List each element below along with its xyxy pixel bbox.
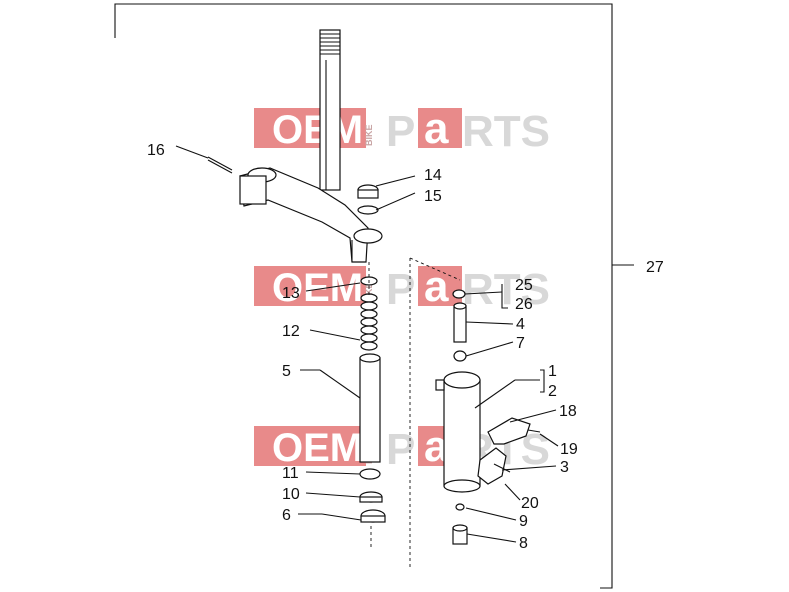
watermark-rts: RTS bbox=[462, 107, 550, 156]
watermark-p: P bbox=[386, 265, 415, 314]
part-6-bushing bbox=[360, 509, 386, 523]
watermark-oem: OEM bbox=[272, 426, 363, 470]
watermark-a: a bbox=[424, 262, 449, 311]
watermark-oem: OEM bbox=[272, 266, 363, 310]
part-19-screw bbox=[527, 429, 541, 433]
callout-27: 27 bbox=[646, 259, 664, 276]
part-18-bracket bbox=[487, 417, 531, 445]
part-8-bolt bbox=[452, 524, 468, 545]
callout-15: 15 bbox=[424, 188, 442, 205]
callout-7: 7 bbox=[516, 335, 525, 352]
callout-19: 19 bbox=[560, 441, 578, 458]
callout-3: 3 bbox=[560, 459, 569, 476]
callout-13: 13 bbox=[282, 285, 300, 302]
callout-18: 18 bbox=[559, 403, 577, 420]
part-7-nut bbox=[453, 350, 467, 362]
watermark-p: P bbox=[386, 425, 415, 474]
watermark-2: OEM BIKE P a RTS bbox=[254, 262, 550, 314]
callout-9: 9 bbox=[519, 513, 528, 530]
assembly-frame bbox=[114, 3, 613, 589]
part-4-pin bbox=[453, 302, 467, 343]
watermark-1: OEM BIKE P a RTS bbox=[254, 104, 550, 156]
callout-4: 4 bbox=[516, 316, 525, 333]
part-3-clamp bbox=[477, 447, 507, 485]
bolt-shaft bbox=[207, 156, 233, 171]
part-10-bushing bbox=[359, 491, 383, 503]
watermark-rts: RTS bbox=[462, 265, 550, 314]
callout-8: 8 bbox=[519, 535, 528, 552]
watermark-bike: BIKE bbox=[364, 124, 374, 146]
part-16-bolt bbox=[207, 156, 233, 174]
watermark-p: P bbox=[386, 107, 415, 156]
callout-16: 16 bbox=[147, 142, 165, 159]
callout-25: 25 bbox=[515, 277, 533, 294]
part-1-2-housing bbox=[435, 371, 481, 493]
callout-1: 1 bbox=[548, 363, 557, 380]
watermark-oem: OEM bbox=[272, 108, 363, 152]
callout-11: 11 bbox=[282, 465, 299, 482]
callout-2: 2 bbox=[548, 383, 557, 400]
callout-14: 14 bbox=[424, 167, 442, 184]
callout-12: 12 bbox=[282, 323, 300, 340]
steering-tube bbox=[319, 29, 341, 191]
part-5-tube bbox=[359, 353, 381, 463]
part-25-26-seal bbox=[452, 289, 466, 299]
callout-10: 10 bbox=[282, 486, 300, 503]
yoke-clamp-right bbox=[353, 228, 383, 244]
watermark-a: a bbox=[424, 104, 449, 153]
steering-column-assembly bbox=[239, 29, 383, 263]
callout-26: 26 bbox=[515, 296, 533, 313]
part-15-washer bbox=[357, 205, 379, 215]
part-9-washer bbox=[455, 503, 465, 511]
part-20-screw bbox=[493, 463, 511, 473]
callout-6: 6 bbox=[282, 507, 291, 524]
housing-nub bbox=[435, 379, 445, 391]
part-12-spring bbox=[360, 293, 378, 351]
yoke-clamp-left-body bbox=[239, 175, 267, 205]
callout-5: 5 bbox=[282, 363, 291, 380]
part-14-nut bbox=[357, 184, 379, 199]
part-11-ring bbox=[359, 468, 381, 480]
callout-20: 20 bbox=[521, 495, 539, 512]
leader-lines bbox=[175, 145, 559, 543]
